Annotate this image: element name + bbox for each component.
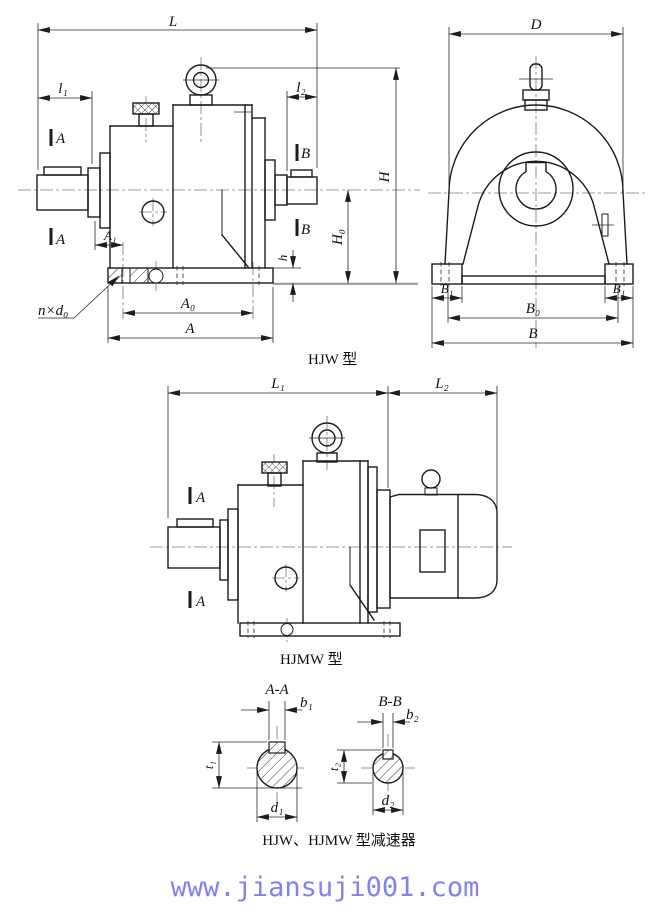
motor-terminal-box [419, 529, 446, 573]
base-rail [461, 275, 606, 285]
hjw-filler-plug [132, 102, 160, 127]
hjmw-side-view: L₁ L₂ A A HJMW 型 [150, 376, 512, 668]
dim-L-label: L [168, 14, 177, 30]
hjw-input-key [43, 166, 82, 176]
dim-D-label: D [530, 17, 542, 33]
watermark-url: www.jiansuji001.com [171, 872, 480, 903]
foot-bolt-hole [148, 268, 164, 284]
hjmw-eyebolt [309, 422, 345, 463]
dim-L1-label: L₁ [270, 376, 285, 392]
sections-caption: HJW、HJMW 型减速器 [262, 832, 415, 849]
section-AA-title: A-A [264, 682, 289, 698]
keyway-d2 [382, 749, 394, 760]
dim-l2-label: l₂ [296, 80, 305, 96]
dim-b2-label: b₂ [406, 707, 419, 723]
dim-l1-label: l₁ [58, 81, 67, 97]
section-marker-B-top: B [301, 146, 310, 162]
hjmw-dimensions [167, 386, 498, 518]
dim-b1-label: b₁ [300, 695, 313, 711]
motor [389, 469, 498, 599]
hjmw-oil-plug [274, 566, 298, 590]
hjmw-caption: HJMW 型 [280, 651, 343, 668]
bearing-boss [498, 151, 574, 227]
hjw-eyebolt [183, 64, 219, 106]
dim-B1-left-label: B₁ [441, 281, 453, 296]
dim-H-label: H [377, 170, 393, 183]
dim-d2-label: d₂ [382, 793, 395, 809]
dim-t1-label: t₁ [201, 761, 216, 769]
hjw-oil-plug [141, 200, 165, 224]
dim-A-label: A [184, 321, 195, 337]
hjw-dimensions [37, 23, 400, 343]
section-BB-title: B-B [378, 694, 401, 710]
hjw-side-view: L l₁ l₂ H H₀ h A₁ A₀ A n×d₀ A A B B HJW … [18, 14, 420, 368]
dim-t2-label: t₂ [326, 762, 341, 771]
dim-d1-label: d₁ [271, 800, 284, 816]
hjmw-filler-plug [261, 461, 288, 487]
hjmw-section-A-top: A [195, 490, 206, 506]
dim-B1-right-label: B₁ [613, 281, 625, 296]
section-marker-B-bottom: B [301, 222, 310, 238]
dim-L2-label: L₂ [434, 376, 449, 392]
section-BB: B-B b₂ t₂ d₂ [326, 694, 419, 815]
hjw-base-plate [107, 267, 274, 284]
right-foot [604, 263, 634, 285]
dim-B0-label: B₀ [526, 301, 540, 317]
keyway-d1 [268, 741, 286, 754]
hjw-caption: HJW 型 [308, 351, 357, 368]
hjmw-base-bolt [280, 623, 294, 636]
housing-inner-arch [477, 160, 595, 207]
front-breather-plug [519, 63, 553, 111]
section-AA: A-A b₁ t₁ d₁ [201, 682, 313, 822]
shaft-section-d1 [256, 747, 298, 789]
hjmw-input-key [176, 518, 214, 528]
dim-A1-label: A₁ [103, 228, 116, 243]
dim-B-label: B [528, 326, 537, 342]
hjmw-housing [237, 460, 391, 624]
dim-H0-label: H₀ [330, 229, 346, 246]
hjmw-section-A-bottom: A [195, 594, 206, 610]
left-foot [431, 263, 463, 285]
hjw-front-view: D B₁ B₁ B₀ B [428, 17, 646, 348]
dim-h-label: h [275, 255, 290, 262]
hjmw-base-plate [239, 622, 401, 637]
front-dimensions [431, 27, 634, 348]
dim-nd0-label: n×d₀ [38, 303, 68, 319]
section-marker-A-bottom: A [55, 232, 66, 248]
shaft-bore-keyway [515, 161, 557, 210]
housing-outer-arch [448, 104, 624, 193]
hjw-output-key [290, 169, 313, 178]
section-marker-A-top: A [55, 131, 66, 147]
shaft-sections: A-A b₁ t₁ d₁ B-B b₂ t₂ d₂ HJW、HJMW 型 [201, 682, 419, 849]
dim-A0-label: A₀ [180, 296, 195, 312]
